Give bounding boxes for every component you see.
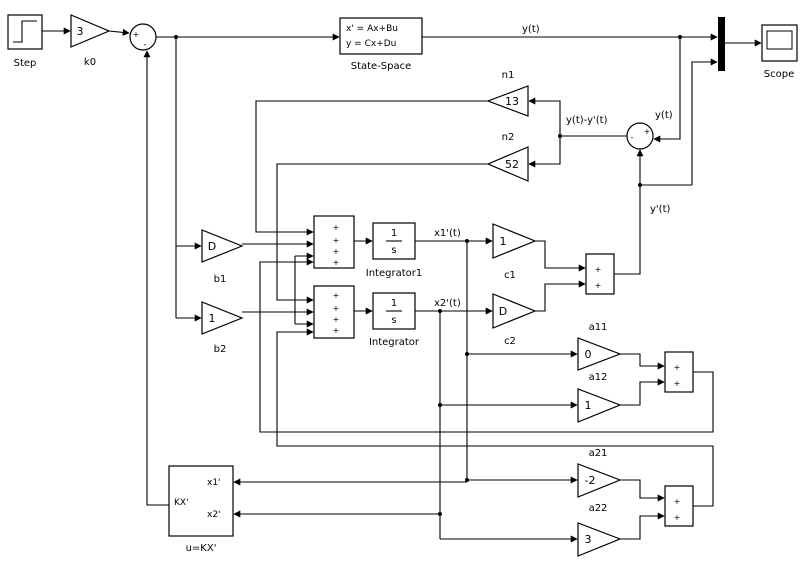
scope-label: Scope <box>764 69 794 80</box>
step-label: Step <box>14 58 37 69</box>
signal-x1-label: x1'(t) <box>434 228 461 239</box>
scope-block[interactable] <box>761 24 798 62</box>
n2-value: 52 <box>505 158 519 171</box>
integrator1-num: 1 <box>391 228 397 239</box>
a11-value: 0 <box>585 348 592 361</box>
sum2-block[interactable] <box>313 285 355 339</box>
c2-gain-block[interactable] <box>492 293 537 329</box>
c1-gain-block[interactable] <box>492 223 537 259</box>
signal-y-hat-label: y'(t) <box>650 204 670 215</box>
state-space-label: State-Space <box>351 61 412 72</box>
a21-label: a21 <box>589 448 608 459</box>
k0-label: k0 <box>84 57 96 68</box>
a-sum1-sign-2: + <box>674 379 681 388</box>
c1-value: 1 <box>500 235 507 248</box>
main-sum-minus-sign: - <box>144 40 147 49</box>
c2-value: D <box>499 305 507 318</box>
sum2-sign-1: + <box>333 291 340 300</box>
integrator-label: Integrator <box>369 337 420 348</box>
n1-value: 13 <box>505 95 519 108</box>
k0-value: 3 <box>77 25 84 38</box>
a11-gain-block[interactable] <box>577 337 622 371</box>
step-block[interactable] <box>7 14 43 50</box>
c1-label: c1 <box>504 270 516 281</box>
n2-label: n2 <box>502 132 515 143</box>
state-space-eq1: x' = Ax+Bu <box>346 24 398 34</box>
a12-gain-block[interactable] <box>577 388 622 423</box>
state-space-block[interactable] <box>339 17 423 55</box>
state-space-eq2: y = Cx+Du <box>346 39 396 49</box>
output-sum-sign-2: + <box>595 281 602 290</box>
a22-value: 3 <box>585 533 592 546</box>
sum1-sign-3: + <box>333 247 340 256</box>
signal-y-feedback-label: y(t) <box>655 110 673 121</box>
a22-gain-block[interactable] <box>577 522 622 557</box>
b2-gain-block[interactable] <box>201 301 244 335</box>
output-sum-block[interactable] <box>585 253 615 295</box>
integrator1-block[interactable] <box>372 222 416 260</box>
sum1-sign-2: + <box>333 236 340 245</box>
signal-y-label: y(t) <box>522 24 540 35</box>
output-sum-sign-1: + <box>595 265 602 274</box>
a11-label: a11 <box>589 322 608 333</box>
signal-error-label: y(t)-y'(t) <box>566 115 608 126</box>
sum2-sign-2: + <box>333 304 340 313</box>
main-sum-plus-sign: + <box>133 30 140 39</box>
sum2-sign-4: + <box>333 326 340 335</box>
a22-label: a22 <box>589 503 608 514</box>
signal-x2-label: x2'(t) <box>434 298 461 309</box>
n1-label: n1 <box>502 70 515 81</box>
sum1-sign-4: + <box>333 258 340 267</box>
c2-label: c2 <box>504 336 516 347</box>
b2-value: 1 <box>209 312 216 325</box>
a-sum1-sign-1: + <box>674 363 681 372</box>
gain-k-port2: x2' <box>207 510 221 520</box>
error-sum-plus-sign: + <box>644 127 651 136</box>
integrator-num: 1 <box>391 298 397 309</box>
integrator1-den: s <box>391 245 396 256</box>
gain-k-text: KX' <box>174 498 189 508</box>
k0-gain-block[interactable] <box>70 14 111 48</box>
sum1-block[interactable] <box>313 215 355 269</box>
a12-label: a12 <box>589 372 608 383</box>
gain-k-block[interactable] <box>168 465 234 537</box>
n1-gain-block[interactable] <box>486 85 529 117</box>
b2-label: b2 <box>214 344 227 355</box>
error-sum-minus-sign: - <box>631 133 634 142</box>
signal-wires <box>42 27 762 543</box>
n2-gain-block[interactable] <box>486 146 529 182</box>
a21-value: -2 <box>585 474 596 487</box>
a12-value: 1 <box>585 399 592 412</box>
a-sum1-block[interactable] <box>664 351 694 393</box>
b1-label: b1 <box>214 274 227 285</box>
integrator-den: s <box>391 315 396 326</box>
a-sum2-sign-1: + <box>674 497 681 506</box>
gain-k-label: u=KX' <box>186 543 217 554</box>
sum1-sign-1: + <box>333 223 340 232</box>
b1-gain-block[interactable] <box>201 229 244 263</box>
sum2-sign-3: + <box>333 315 340 324</box>
mux-block[interactable] <box>718 17 725 71</box>
integrator1-label: Integrator1 <box>366 268 422 279</box>
b1-value: D <box>208 240 216 253</box>
gain-k-port1: x1' <box>207 478 221 488</box>
a-sum2-sign-2: + <box>674 513 681 522</box>
a21-gain-block[interactable] <box>577 463 622 498</box>
